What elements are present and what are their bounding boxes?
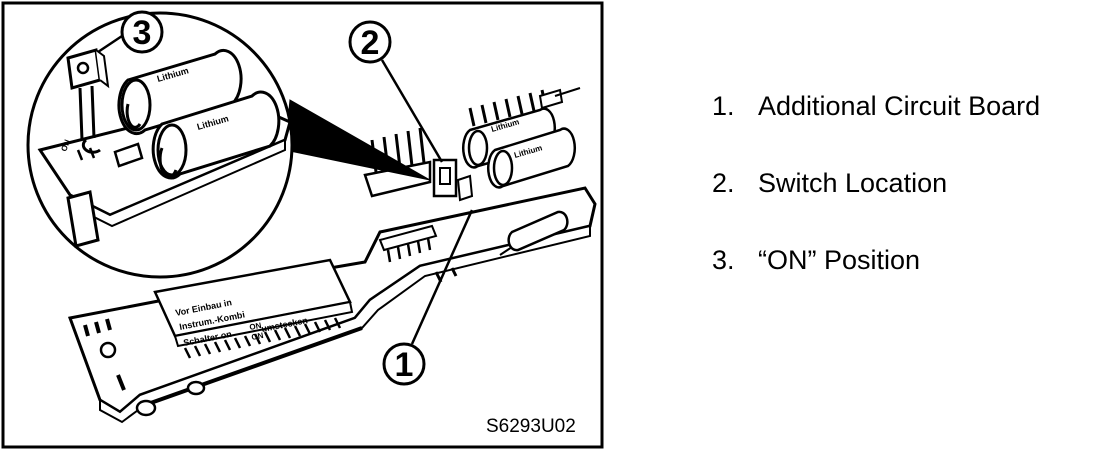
board-stack-bottom: ON bbox=[251, 331, 265, 342]
figure-code: S6293U02 bbox=[486, 416, 576, 437]
magnified-inset bbox=[26, 11, 294, 279]
svg-text:1: 1 bbox=[395, 346, 414, 384]
legend-item-3: 3. “ON” Position bbox=[712, 240, 1112, 317]
board-stack-top: ON bbox=[249, 321, 263, 332]
callout-legend: 1. Additional Circuit Board 2. Switch Loca… bbox=[712, 86, 1112, 317]
inset-on-label: ON bbox=[59, 138, 72, 153]
legend-item-1: 1. Additional Circuit Board bbox=[712, 86, 1112, 163]
main-circuit-board bbox=[67, 87, 597, 424]
legend-number: 2. bbox=[712, 168, 735, 198]
callout-3: 3 bbox=[97, 10, 164, 54]
legend-text: “ON” Position bbox=[758, 245, 921, 275]
callout-1: 1 bbox=[382, 209, 474, 386]
svg-text:2: 2 bbox=[361, 24, 380, 62]
legend-number: 3. bbox=[712, 245, 735, 275]
callout-2: 2 bbox=[348, 20, 444, 163]
legend-text: Switch Location bbox=[758, 168, 948, 198]
legend-text: Additional Circuit Board bbox=[758, 91, 1041, 121]
legend-item-2: 2. Switch Location bbox=[712, 163, 1112, 240]
svg-text:3: 3 bbox=[133, 14, 152, 52]
legend-number: 1. bbox=[712, 91, 735, 121]
